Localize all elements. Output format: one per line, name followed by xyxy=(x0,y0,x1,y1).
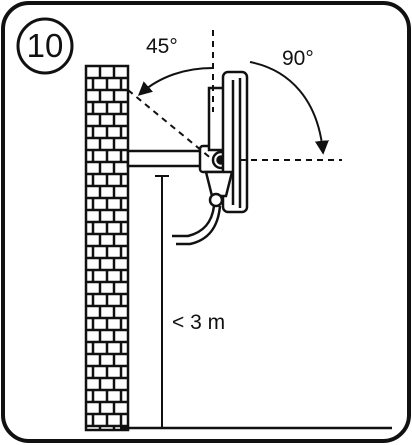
step-badge: 10 xyxy=(16,17,74,75)
down-tilt-arc xyxy=(249,61,329,155)
floodlight-lamp xyxy=(172,70,249,246)
up-tilt-angle-label: 45° xyxy=(146,35,178,58)
height-label: < 3 m xyxy=(172,311,225,334)
angle-reference-lines xyxy=(127,30,342,161)
brick-mortar-lines xyxy=(86,66,128,430)
height-measurement xyxy=(155,175,169,428)
step-number-label: 10 xyxy=(27,27,64,64)
brick-wall xyxy=(84,64,130,432)
down-tilt-angle-label: 90° xyxy=(282,47,314,70)
up-tilt-arc xyxy=(137,67,214,96)
